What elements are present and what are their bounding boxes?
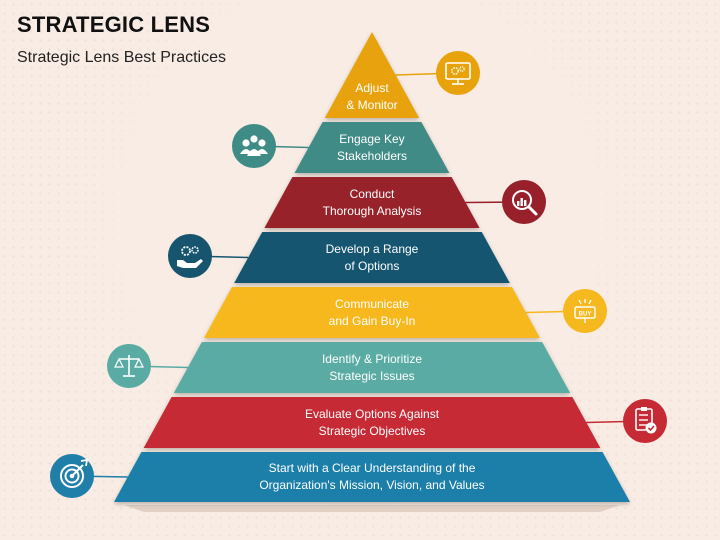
buy-sign-text: BUY bbox=[579, 312, 592, 318]
pyramid-level-text: Engage Key bbox=[339, 131, 405, 146]
pyramid-level-text: Strategic Objectives bbox=[318, 423, 426, 438]
pyramid-level-text: Thorough Analysis bbox=[322, 203, 422, 218]
magnifier-chart-icon bbox=[502, 180, 546, 224]
pyramid-level-text: Start with a Clear Understanding of the bbox=[268, 461, 476, 475]
pyramid-level bbox=[173, 342, 571, 393]
hand-gears-icon bbox=[168, 234, 212, 278]
pyramid-level bbox=[264, 177, 480, 228]
pyramid-level-text: Identify & Prioritize bbox=[321, 351, 423, 366]
pyramid-level-text: Strategic Issues bbox=[329, 368, 415, 383]
pyramid-level bbox=[114, 452, 630, 502]
buy-sign-icon: BUY bbox=[563, 289, 607, 333]
pyramid-level-text: Develop a Range bbox=[325, 241, 419, 256]
page-title: STRATEGIC LENS bbox=[17, 12, 211, 37]
pyramid-level bbox=[143, 397, 601, 448]
pyramid-level-text: Conduct bbox=[349, 186, 395, 201]
pyramid-level-text: & Monitor bbox=[346, 98, 398, 112]
pyramid-level-label: Develop a Range of Options bbox=[12, 241, 720, 275]
pyramid-level-text: and Gain Buy-In bbox=[328, 313, 416, 328]
pyramid-level-text: Stakeholders bbox=[336, 148, 408, 163]
checklist-icon bbox=[623, 399, 667, 443]
pyramid-level bbox=[204, 287, 540, 338]
pyramid-level-label: Adjust & Monitor bbox=[12, 80, 720, 114]
page-subtitle: Strategic Lens Best Practices bbox=[17, 49, 226, 66]
pyramid-level-label: Communicate and Gain Buy-In bbox=[12, 296, 720, 330]
pyramid-level-text: Adjust bbox=[355, 81, 389, 95]
pyramid-level-text: Evaluate Options Against bbox=[304, 406, 440, 421]
pyramid-level-text: Organization's Mission, Vision, and Valu… bbox=[259, 478, 485, 492]
pyramid-level-text: Communicate bbox=[334, 296, 410, 311]
pyramid-ground-shadow bbox=[124, 505, 620, 512]
team-icon bbox=[232, 124, 276, 168]
balance-scale-icon bbox=[107, 344, 151, 388]
pyramid-level bbox=[234, 232, 510, 283]
monitor-gear-icon bbox=[436, 51, 480, 95]
target-icon bbox=[50, 454, 94, 498]
pyramid-level bbox=[294, 122, 450, 173]
pyramid-level bbox=[324, 32, 420, 118]
pyramid-level-text: of Options bbox=[344, 258, 400, 273]
